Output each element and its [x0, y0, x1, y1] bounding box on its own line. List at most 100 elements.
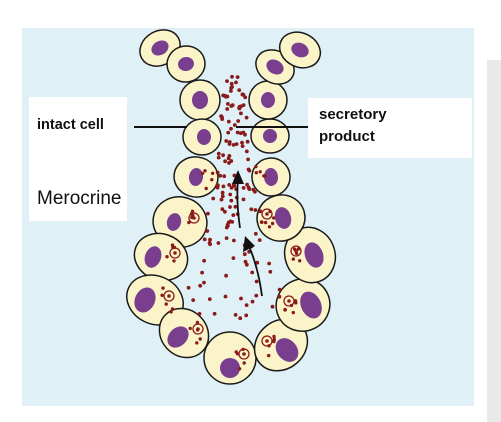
secretory-granule [283, 307, 287, 312]
secretory-granule [224, 94, 228, 99]
vesicle-granule [242, 352, 246, 356]
cell-nucleus [134, 287, 156, 313]
secretory-granule [245, 139, 250, 144]
secretory-granule [233, 313, 238, 317]
cell-nucleus [263, 129, 277, 143]
secretory-granule [231, 256, 236, 260]
cytoplasm-granule [191, 213, 195, 217]
secretory-granule [222, 174, 227, 179]
secretory-granule [198, 283, 203, 288]
cytoplasm-granule [291, 310, 295, 315]
secretory-granule [239, 111, 243, 116]
secretory-granule [229, 104, 234, 108]
secretory-granule [234, 80, 238, 85]
cell-nucleus [144, 246, 162, 268]
cell-nucleus [192, 91, 208, 109]
secretory-granule [221, 184, 226, 189]
intact-cell-label: intact cell [37, 117, 104, 133]
cytoplasm-granule [254, 171, 258, 175]
secretory-granule [224, 139, 229, 143]
cytoplasm-granule [169, 310, 173, 314]
secretory-granule [270, 304, 275, 309]
secretory-granule [223, 294, 228, 299]
secretory-granule [205, 229, 210, 233]
cytoplasm-granule [263, 174, 267, 178]
secretory-granule [191, 298, 196, 302]
secretory-granule [259, 220, 264, 225]
secretory-granule [254, 293, 259, 298]
secretory-granule [219, 197, 224, 202]
cell-nucleus [151, 40, 169, 56]
secretory-granule [237, 88, 242, 92]
cytoplasm-granule [170, 307, 175, 311]
intact-cell-label-box [29, 97, 127, 221]
cytoplasm-granule [187, 220, 191, 225]
upward-arrow-icon-head [243, 236, 255, 252]
cytoplasm-granule [203, 169, 207, 173]
secretory-granule [186, 285, 191, 290]
secretory-granule [206, 211, 210, 216]
secretory-granule [226, 119, 231, 124]
secretory-product-label-box [308, 98, 472, 158]
cytoplasm-granule [267, 344, 271, 348]
merocrine-title: Merocrine [37, 188, 122, 209]
secretory-granule [225, 79, 229, 83]
secretory-granule [255, 260, 260, 265]
cytoplasm-granule [272, 339, 276, 344]
secretory-granule [226, 102, 230, 106]
secretory-granule [208, 242, 213, 247]
secretory-granule [244, 313, 249, 318]
vesicle-granule [167, 294, 171, 298]
cytoplasm-granule [272, 216, 276, 220]
secretory-granule [253, 208, 258, 212]
secretory-granule [207, 297, 212, 301]
secretory-granule [229, 159, 234, 163]
cell-nucleus [274, 207, 292, 229]
cytoplasm-granule [268, 209, 272, 214]
vesicle-granule [173, 251, 177, 255]
cytoplasm-granule [195, 328, 200, 332]
secretory-granule [200, 270, 205, 275]
secretory-granule [253, 189, 257, 194]
secretory-granule [220, 190, 225, 195]
cytoplasm-granule [270, 221, 275, 226]
secretory-granule [238, 316, 243, 321]
cell-nucleus [275, 338, 299, 362]
cytoplasm-granule [170, 243, 175, 247]
secretory-granule [257, 238, 262, 243]
secretory-granule [202, 280, 206, 285]
right-edge-shadow [487, 60, 501, 422]
secretory-granule [249, 207, 254, 212]
secretory-granule [254, 279, 259, 284]
cytoplasm-granule [292, 247, 297, 251]
secretory-granule [241, 103, 246, 107]
secretory-granule [253, 231, 258, 236]
secretory-granule [202, 258, 207, 263]
secretory-granule [223, 209, 227, 214]
secretory-granule [244, 262, 249, 267]
secretory-granule [228, 192, 233, 197]
secretory-granule [234, 142, 239, 147]
secretory-granule [224, 236, 229, 241]
secretory-granule [246, 185, 251, 190]
secretory-granule [211, 196, 216, 201]
cytoplasm-granule [263, 220, 268, 225]
secretory-granule [235, 75, 240, 79]
secretory-granule [240, 144, 245, 149]
cytoplasm-granule [172, 245, 177, 250]
secretory-granule [228, 205, 232, 209]
secretory-granule [224, 225, 229, 230]
cell-nucleus [263, 168, 279, 186]
secretory-granule [226, 130, 231, 135]
cell-nucleus [178, 56, 194, 72]
secretory-granule [216, 151, 221, 156]
secretory-granule [236, 119, 241, 123]
secretory-granule [229, 89, 233, 93]
secretory-granule [229, 198, 234, 203]
secretory-granule [216, 155, 221, 160]
secretory-granule [212, 311, 217, 316]
cytoplasm-granule [161, 286, 165, 290]
secretory-granule [240, 140, 244, 145]
secretory-granule [230, 220, 235, 224]
